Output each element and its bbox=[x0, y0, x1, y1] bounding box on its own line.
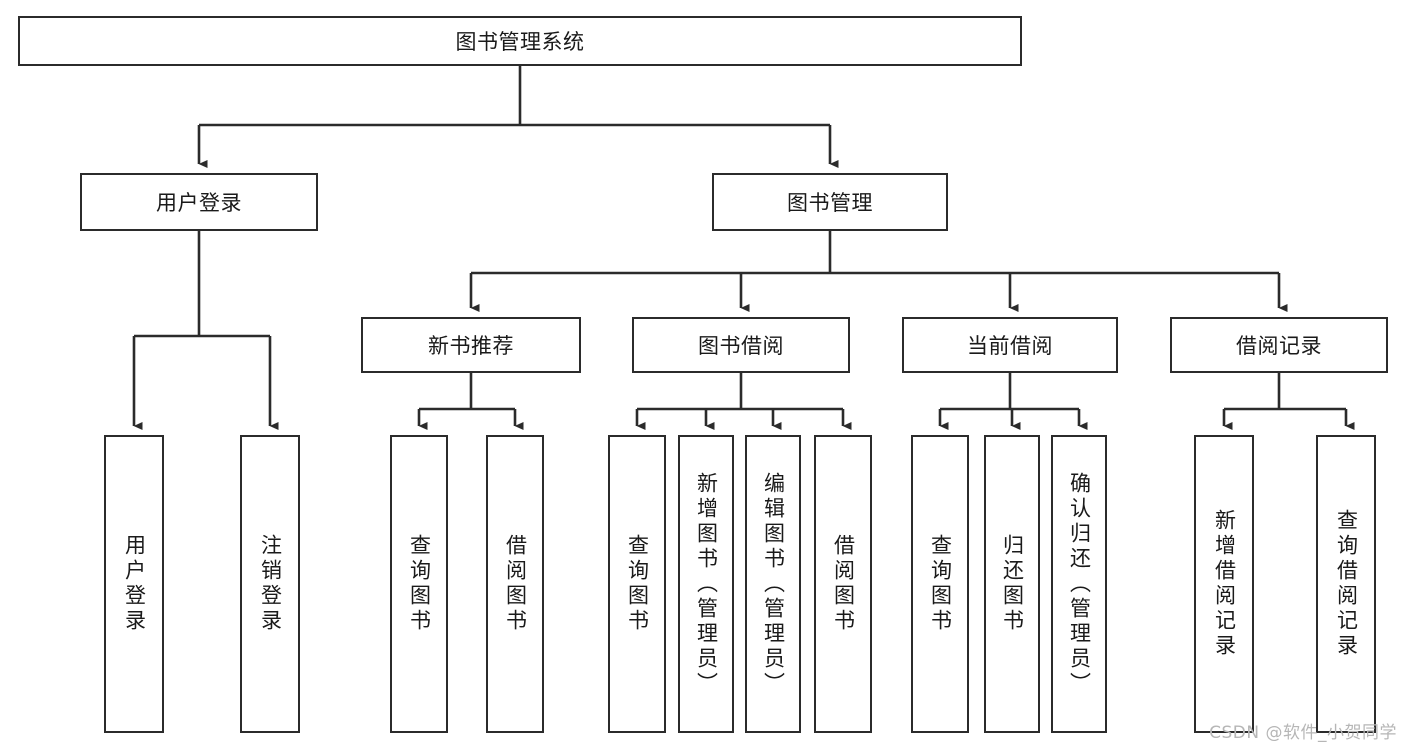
node-leaf-add-borrow-record[interactable]: 新增借阅记录 bbox=[1194, 435, 1254, 733]
node-label: 用户登录 bbox=[156, 191, 242, 215]
node-leaf-borrow-book-recommend[interactable]: 借阅图书 bbox=[486, 435, 544, 733]
node-label: 借阅图书 bbox=[831, 534, 856, 634]
node-label: 当前借阅 bbox=[967, 334, 1053, 358]
node-label: 图书管理系统 bbox=[455, 30, 585, 54]
node-new-book-recommend[interactable]: 新书推荐 bbox=[361, 317, 581, 373]
node-leaf-query-book-recommend[interactable]: 查询图书 bbox=[390, 435, 448, 733]
node-leaf-logout-login[interactable]: 注销登录 bbox=[240, 435, 300, 733]
node-leaf-edit-book-admin[interactable]: 编辑图书（管理员） bbox=[745, 435, 801, 733]
node-label: 新书推荐 bbox=[428, 334, 514, 358]
node-label: 图书管理 bbox=[787, 191, 873, 215]
node-leaf-borrow-book[interactable]: 借阅图书 bbox=[814, 435, 872, 733]
node-book-management[interactable]: 图书管理 bbox=[712, 173, 948, 231]
node-label: 查询图书 bbox=[407, 534, 432, 634]
node-label: 确认归还（管理员） bbox=[1067, 471, 1092, 697]
node-leaf-return-book[interactable]: 归还图书 bbox=[984, 435, 1040, 733]
node-label: 注销登录 bbox=[258, 534, 283, 634]
node-label: 编辑图书（管理员） bbox=[761, 471, 786, 697]
node-label: 查询图书 bbox=[928, 534, 953, 634]
watermark-label: CSDN @软件_小贺同学 bbox=[1209, 723, 1397, 743]
node-label: 归还图书 bbox=[1000, 534, 1025, 634]
node-label: 借阅图书 bbox=[503, 534, 528, 634]
node-borrow-record[interactable]: 借阅记录 bbox=[1170, 317, 1388, 373]
node-label: 新增借阅记录 bbox=[1212, 509, 1237, 659]
node-label: 查询借阅记录 bbox=[1334, 509, 1359, 659]
node-label: 用户登录 bbox=[122, 534, 147, 634]
node-label: 查询图书 bbox=[625, 534, 650, 634]
node-label: 新增图书（管理员） bbox=[694, 471, 719, 697]
node-label: 借阅记录 bbox=[1236, 334, 1322, 358]
node-leaf-query-book-borrow[interactable]: 查询图书 bbox=[608, 435, 666, 733]
node-label: 图书借阅 bbox=[698, 334, 784, 358]
node-leaf-query-borrow-record[interactable]: 查询借阅记录 bbox=[1316, 435, 1376, 733]
node-leaf-add-book-admin[interactable]: 新增图书（管理员） bbox=[678, 435, 734, 733]
node-user-login[interactable]: 用户登录 bbox=[80, 173, 318, 231]
node-leaf-confirm-return-admin[interactable]: 确认归还（管理员） bbox=[1051, 435, 1107, 733]
node-book-borrow[interactable]: 图书借阅 bbox=[632, 317, 850, 373]
node-leaf-user-login[interactable]: 用户登录 bbox=[104, 435, 164, 733]
node-root[interactable]: 图书管理系统 bbox=[18, 16, 1022, 66]
node-current-borrow[interactable]: 当前借阅 bbox=[902, 317, 1118, 373]
node-leaf-query-book-current[interactable]: 查询图书 bbox=[911, 435, 969, 733]
